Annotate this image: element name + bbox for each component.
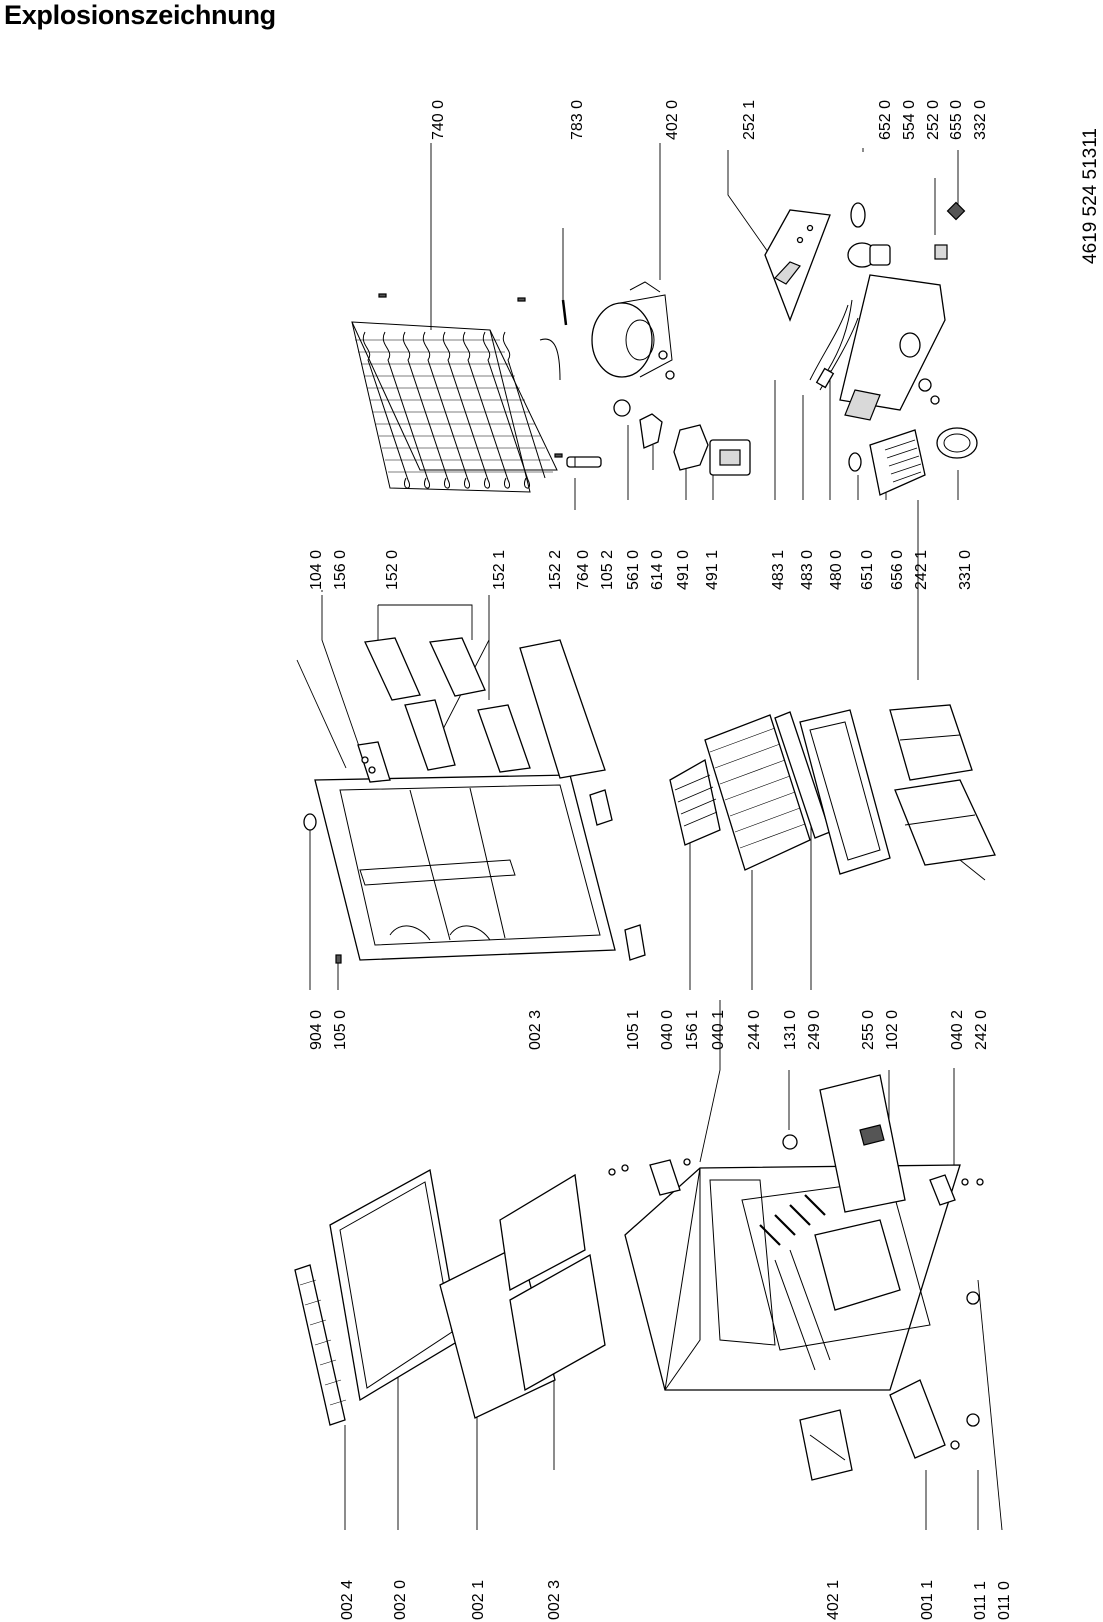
label-242-1: 242 1 — [913, 550, 930, 590]
label-105-1: 105 1 — [625, 1010, 642, 1050]
filter-drier — [566, 456, 602, 468]
label-011-0: 011 0 — [996, 1581, 1013, 1620]
label-652-0: 652 0 — [877, 100, 894, 140]
label-483-1: 483 1 — [770, 550, 787, 590]
egg-tray — [669, 758, 721, 846]
lamp-cover — [848, 429, 926, 496]
lamp-socket — [847, 201, 966, 268]
label-152-2: 152 2 — [547, 550, 564, 590]
label-402-0: 402 0 — [664, 100, 681, 140]
label-402-1: 402 1 — [825, 1580, 842, 1620]
outer-door-assembly — [294, 1168, 606, 1426]
label-783-0: 783 0 — [569, 100, 586, 140]
glass-shelf — [774, 709, 891, 875]
starter-relay — [673, 424, 751, 476]
label-002-3-bottom: 002 3 — [546, 1580, 563, 1620]
door-shelf-bins — [357, 637, 646, 961]
label-002-0: 002 0 — [392, 1580, 409, 1620]
label-249-0: 249 0 — [806, 1010, 823, 1050]
label-242-0: 242 0 — [973, 1010, 990, 1050]
control-bracket-plate — [764, 209, 831, 322]
label-002-3-mid: 002 3 — [527, 1010, 544, 1050]
compressor — [591, 281, 675, 449]
label-152-0: 152 0 — [384, 550, 401, 590]
label-001-1: 001 1 — [919, 1580, 936, 1620]
wire-shelf — [704, 714, 811, 871]
label-105-2: 105 2 — [599, 550, 616, 590]
label-252-1: 252 1 — [741, 100, 758, 140]
label-104-0: 104 0 — [308, 550, 325, 590]
wire-harness — [809, 299, 859, 391]
label-002-1: 002 1 — [470, 1580, 487, 1620]
lower-label-group: 904 0 105 0 002 3 105 1 040 0 156 1 040 … — [308, 1010, 990, 1050]
label-480-0: 480 0 — [828, 550, 845, 590]
bottom-label-group: 002 4 002 0 002 1 002 3 402 1 001 1 011 … — [339, 1580, 1013, 1620]
condenser-coil — [351, 293, 563, 493]
label-554-0: 554 0 — [901, 100, 918, 140]
label-764-0: 764 0 — [575, 550, 592, 590]
label-040-2: 040 2 — [949, 1010, 966, 1050]
thermostat-housing — [839, 274, 946, 421]
label-105-0: 105 0 — [332, 1010, 349, 1050]
label-244-0: 244 0 — [746, 1010, 763, 1050]
leader-lines — [296, 143, 1003, 1531]
label-131-0: 131 0 — [782, 1010, 799, 1050]
label-332-0: 332 0 — [972, 100, 989, 140]
label-491-0: 491 0 — [675, 550, 692, 590]
label-651-0: 651 0 — [859, 550, 876, 590]
label-102-0: 102 0 — [884, 1010, 901, 1050]
door-liner — [303, 774, 616, 964]
label-483-0: 483 0 — [799, 550, 816, 590]
label-331-0: 331 0 — [957, 550, 974, 590]
label-002-4: 002 4 — [339, 1580, 356, 1620]
label-011-1: 011 1 — [972, 1581, 989, 1620]
hinge-parts — [608, 1134, 984, 1206]
crisper-drawers — [889, 704, 996, 866]
label-156-0: 156 0 — [332, 550, 349, 590]
middle-label-group: 104 0 156 0 152 0 152 1 152 2 764 0 105 … — [308, 550, 974, 590]
drain-ring — [936, 427, 978, 459]
document-number: 4619 524 51311 — [1080, 128, 1101, 264]
label-656-0: 656 0 — [889, 550, 906, 590]
label-156-1: 156 1 — [684, 1010, 701, 1050]
label-614-0: 614 0 — [649, 550, 666, 590]
freezer-compartment-door — [819, 1074, 906, 1213]
label-904-0: 904 0 — [308, 1010, 325, 1050]
cabinet — [624, 1164, 961, 1391]
label-255-0: 255 0 — [860, 1010, 877, 1050]
label-252-0: 252 0 — [925, 100, 942, 140]
top-label-group: 740 0 783 0 402 0 252 1 652 0 554 0 252 … — [430, 100, 989, 140]
label-040-1: 040 1 — [710, 1010, 727, 1050]
label-561-0: 561 0 — [625, 550, 642, 590]
page-title: Explosionszeichnung — [4, 0, 276, 30]
label-491-1: 491 1 — [704, 550, 721, 590]
label-040-0: 040 0 — [659, 1010, 676, 1050]
label-740-0: 740 0 — [430, 100, 447, 140]
label-152-1: 152 1 — [491, 550, 508, 590]
label-655-0: 655 0 — [948, 100, 965, 140]
feet-and-plinth — [799, 1291, 980, 1481]
capillary-tube — [561, 299, 568, 326]
